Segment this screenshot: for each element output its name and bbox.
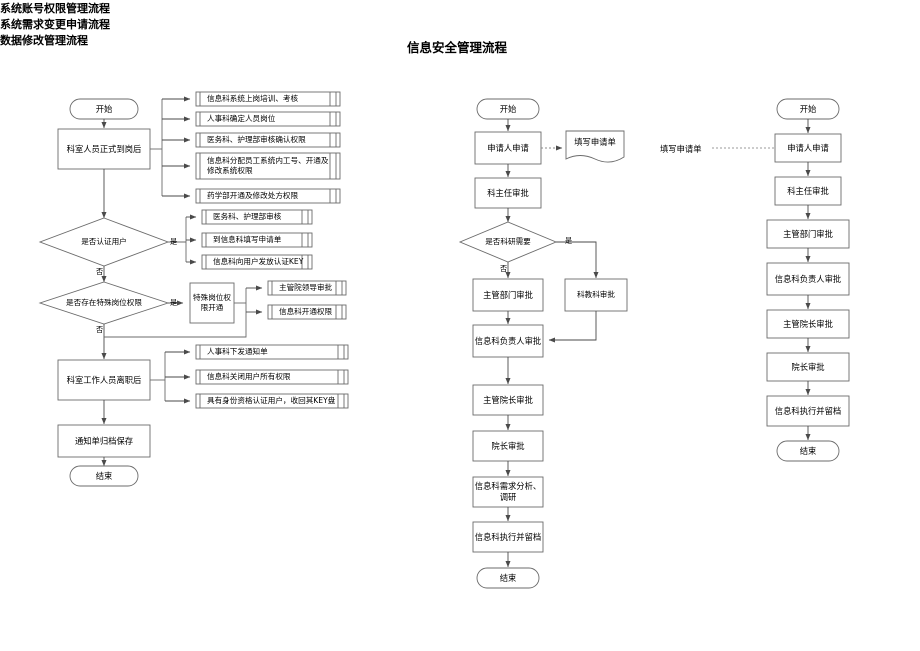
account-task-prescription[interactable]: 药学部开通及修改处方权限 (207, 191, 299, 200)
account-decision-auth[interactable]: 是否认证用户 (81, 237, 127, 246)
account-end-node[interactable]: 结束 (95, 470, 113, 481)
data-node-department[interactable]: 主管部门审批 (783, 228, 833, 239)
requirement-node-director[interactable]: 科主任审批 (487, 187, 529, 198)
account-decision-auth-yes-label: 是 (170, 237, 178, 246)
requirement-decision-yes-label: 是 (565, 236, 573, 245)
account-auth-task-key[interactable]: 信息科向用户发放认证KEY (213, 257, 304, 266)
requirement-start-node[interactable]: 开始 (499, 103, 517, 114)
data-node-president[interactable]: 院长审批 (791, 361, 825, 372)
data-side-note-form: 填写申请单 (660, 144, 702, 154)
data-end-node[interactable]: 结束 (799, 445, 817, 456)
account-start-node[interactable]: 开始 (95, 103, 113, 114)
account-leave-task-key-return[interactable]: 具有身份资格认证用户，收回其KEY盘 (207, 396, 336, 405)
requirement-node-vice-president[interactable]: 主管院长审批 (483, 394, 533, 405)
data-node-applicant[interactable]: 申请人申请 (787, 142, 829, 153)
account-decision-special-no-label: 否 (96, 325, 104, 334)
account-special-open-node[interactable]: 特殊岗位权限开通 (193, 293, 231, 312)
requirement-decision-research[interactable]: 是否科研需要 (485, 237, 531, 246)
requirement-decision-no-label: 否 (500, 264, 508, 273)
requirement-node-analysis[interactable]: 信息科需求分析、调研 (474, 481, 542, 502)
data-node-director[interactable]: 科主任审批 (787, 185, 829, 196)
requirement-node-execute[interactable]: 信息科执行并留档 (474, 531, 542, 542)
account-leave-task-notice[interactable]: 人事科下发通知单 (207, 347, 268, 356)
column-heading-requirement: 系统需求变更申请流程 (0, 18, 110, 31)
account-auth-task-review[interactable]: 医务科、护理部审核 (213, 212, 282, 221)
account-task-position[interactable]: 人事科确定人员岗位 (207, 114, 276, 123)
data-node-it-lead[interactable]: 信息科负责人审批 (774, 273, 842, 284)
account-step-archive[interactable]: 通知单归档保存 (74, 435, 134, 446)
account-decision-auth-no-label: 否 (96, 267, 104, 276)
account-special-task-it-open[interactable]: 信息科开通权限 (279, 307, 333, 316)
page-title: 信息安全管理流程 (407, 40, 508, 55)
account-leave-task-close-authority[interactable]: 信息科关闭用户所有权限 (207, 372, 291, 381)
account-auth-task-form[interactable]: 到信息科填写申请单 (213, 235, 282, 244)
requirement-node-research-branch[interactable]: 科教科审批 (577, 290, 615, 299)
requirement-document-form[interactable]: 填写申请单 (574, 136, 616, 147)
account-task-authority-confirm[interactable]: 医务科、护理部审核确认权限 (207, 135, 306, 144)
account-step-arrive[interactable]: 科室人员正式到岗后 (66, 143, 142, 154)
data-node-execute[interactable]: 信息科执行并留档 (774, 405, 842, 416)
account-task-training[interactable]: 信息科系统上岗培训、考核 (207, 94, 299, 103)
account-step-leave[interactable]: 科室工作人员离职后 (66, 374, 142, 385)
requirement-end-node[interactable]: 结束 (499, 572, 517, 583)
data-start-node[interactable]: 开始 (799, 103, 817, 114)
requirement-node-president[interactable]: 院长审批 (491, 440, 525, 451)
requirement-node-it-lead[interactable]: 信息科负责人审批 (474, 335, 542, 346)
account-special-task-leader-approval[interactable]: 主管院领导审批 (279, 283, 333, 292)
requirement-node-applicant[interactable]: 申请人申请 (487, 142, 529, 153)
account-decision-special-yes-label: 是 (170, 298, 178, 307)
column-heading-data: 数据修改管理流程 (0, 34, 88, 47)
requirement-node-department[interactable]: 主管部门审批 (483, 289, 533, 300)
account-task-account-allocation[interactable]: 信息科分配员工系统内工号、开通及修改系统权限 (207, 156, 329, 175)
data-node-vice-president[interactable]: 主管院长审批 (783, 318, 833, 329)
account-decision-special[interactable]: 是否存在特殊岗位权限 (66, 298, 142, 307)
column-heading-account: 系统账号权限管理流程 (0, 2, 110, 15)
